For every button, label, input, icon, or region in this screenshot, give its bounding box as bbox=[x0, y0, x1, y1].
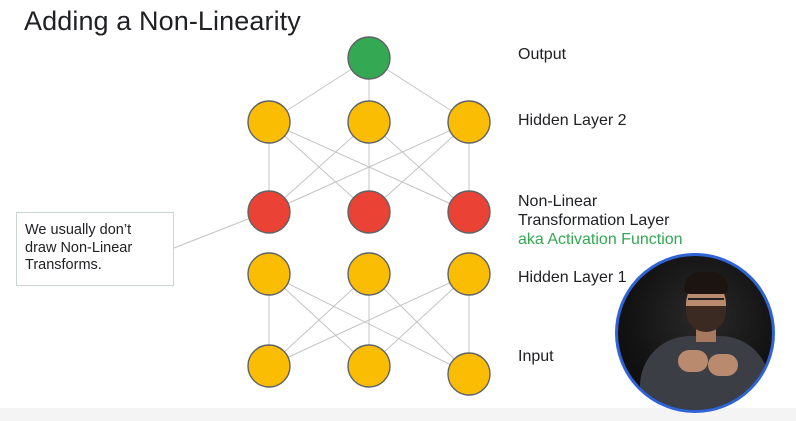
callout-text-line1: We usually don’t bbox=[25, 222, 132, 238]
presenter-video-thumbnail bbox=[615, 253, 775, 413]
node-activation-1 bbox=[247, 190, 291, 234]
node-input-2 bbox=[347, 344, 391, 388]
layer-label-non-linear-line2: Transformation Layer bbox=[518, 212, 670, 229]
node-activation-3 bbox=[447, 190, 491, 234]
callout-text-line2: draw Non-Linear bbox=[25, 239, 133, 256]
layer-label-non-linear: Non-Linear Transformation Layer aka Acti… bbox=[518, 192, 683, 249]
edge-input-to-hidden1 bbox=[268, 273, 470, 375]
node-hidden1-3 bbox=[447, 252, 491, 296]
node-hidden2-1 bbox=[247, 100, 291, 144]
layer-label-output: Output bbox=[518, 46, 567, 63]
layer-label-hidden-1: Hidden Layer 1 bbox=[518, 269, 627, 286]
node-hidden1-2 bbox=[347, 252, 391, 296]
slide-footer bbox=[0, 408, 796, 421]
callout-box: We usually don’t draw Non-Linear Transfo… bbox=[16, 212, 174, 286]
node-hidden2-2 bbox=[347, 100, 391, 144]
node-input-3 bbox=[447, 352, 491, 396]
node-output-1 bbox=[347, 36, 391, 80]
edge-activation-to-hidden2 bbox=[268, 121, 470, 213]
layer-label-input: Input bbox=[518, 348, 554, 365]
presenter-beard bbox=[686, 306, 726, 332]
slide-title: Adding a Non-Linearity bbox=[24, 6, 301, 36]
node-hidden2-3 bbox=[447, 100, 491, 144]
presenter-right-hand bbox=[708, 354, 738, 376]
layer-label-non-linear-line1: Non-Linear bbox=[518, 193, 598, 210]
callout-text: We usually don’t draw Non-Linear Transfo… bbox=[25, 222, 175, 275]
edge-activation-to-hidden2 bbox=[368, 121, 470, 213]
network-nodes bbox=[247, 36, 491, 396]
presenter-hair bbox=[684, 272, 728, 294]
layer-label-hidden-2: Hidden Layer 2 bbox=[518, 112, 627, 129]
callout-connector-line bbox=[173, 218, 249, 249]
node-activation-2 bbox=[347, 190, 391, 234]
node-hidden1-1 bbox=[247, 252, 291, 296]
layer-label-activation-function: aka Activation Function bbox=[518, 231, 683, 248]
edge-input-to-hidden1 bbox=[368, 273, 470, 375]
presenter-left-hand bbox=[678, 350, 708, 372]
node-input-1 bbox=[247, 344, 291, 388]
edge-input-to-hidden1 bbox=[268, 273, 370, 367]
edge-input-to-hidden1 bbox=[368, 273, 470, 367]
callout-text-line3: Transforms. bbox=[25, 257, 102, 273]
edge-activation-to-hidden2 bbox=[268, 121, 370, 213]
presenter-glasses bbox=[688, 298, 724, 308]
presenter-body bbox=[640, 336, 770, 410]
